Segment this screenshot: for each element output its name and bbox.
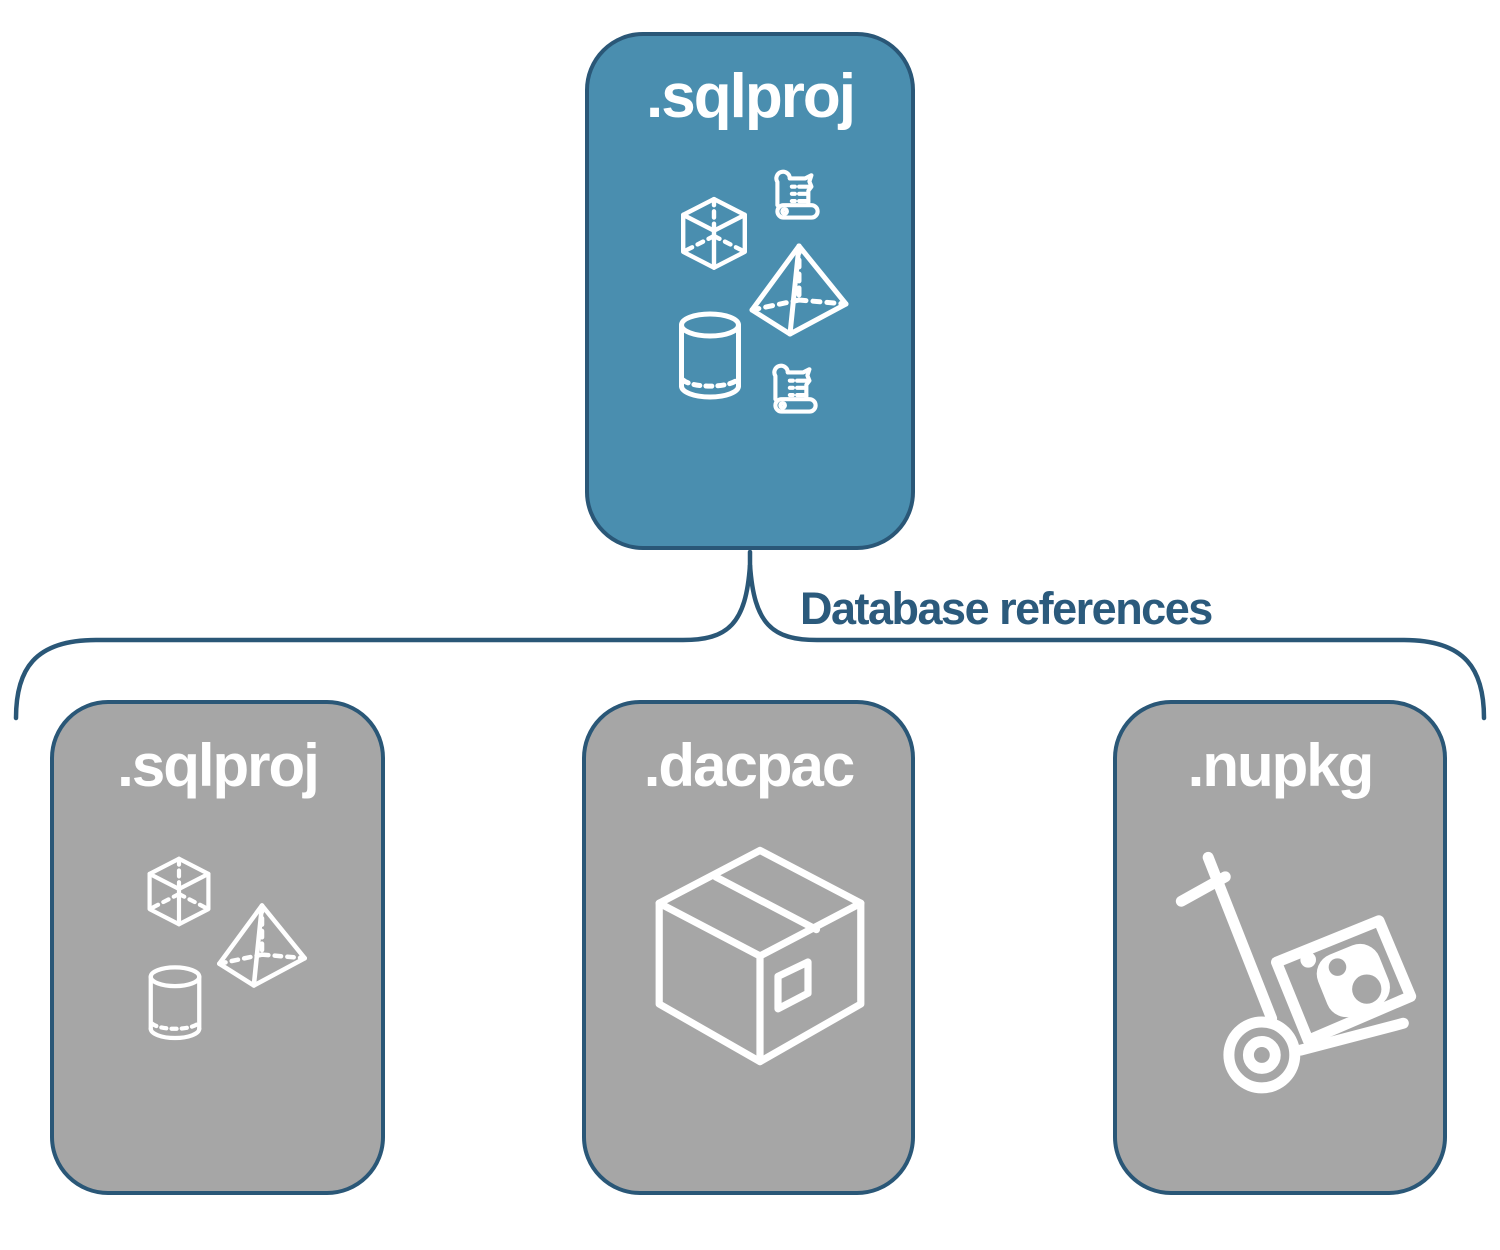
database-references-label: Database references bbox=[800, 583, 1213, 634]
nuget-handtruck-icon bbox=[1175, 851, 1417, 1094]
pyramid-icon bbox=[744, 240, 854, 340]
card-title: .nupkg bbox=[1187, 732, 1375, 799]
scroll-icon bbox=[762, 360, 828, 426]
cylinder-icon bbox=[142, 964, 208, 1044]
card-sqlproj-root: .sqlproj bbox=[585, 32, 915, 550]
card-dacpac: .dacpac bbox=[582, 700, 915, 1195]
cylinder-icon bbox=[674, 310, 746, 404]
card-sqlproj-child: .sqlproj bbox=[50, 700, 385, 1195]
package-box-icon bbox=[655, 846, 865, 1066]
card-title: .sqlproj bbox=[117, 732, 320, 799]
pyramid-icon bbox=[212, 900, 312, 991]
cube-icon bbox=[136, 852, 222, 936]
scroll-icon bbox=[764, 166, 830, 232]
card-nupkg: .nupkg bbox=[1113, 700, 1447, 1195]
card-title: .sqlproj bbox=[646, 62, 856, 131]
card-title: .dacpac bbox=[643, 732, 855, 799]
